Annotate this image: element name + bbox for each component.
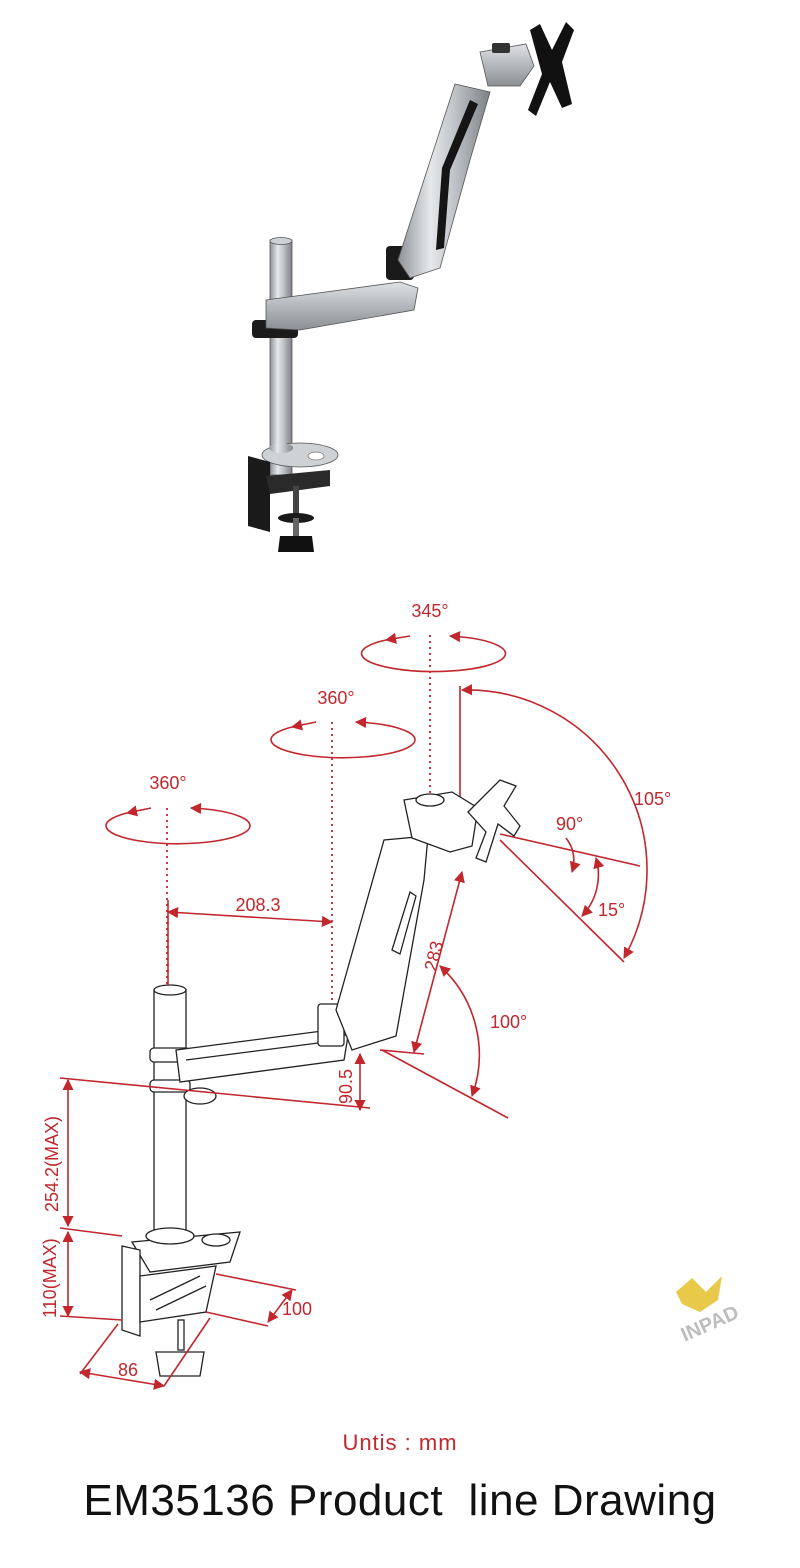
angle-label-15: 15° xyxy=(598,900,625,920)
pole xyxy=(269,239,293,476)
head-joint xyxy=(479,43,535,87)
dimension-pole-height: 254.2(MAX) xyxy=(42,1078,74,1228)
vesa-plate xyxy=(528,22,574,116)
dimension-arm-reach: 208.3 xyxy=(166,895,334,985)
angle-label-90: 90° xyxy=(556,814,583,834)
dimension-label-110: 110(MAX) xyxy=(40,1238,60,1318)
angle-arm-lift: 100° xyxy=(381,965,527,1119)
logo-text: INPAD xyxy=(678,1302,742,1347)
dimension-label-2542: 254.2(MAX) xyxy=(42,1116,62,1212)
clamp-knob xyxy=(278,536,314,552)
dimension-label-208: 208.3 xyxy=(235,895,280,915)
units-label: Untis : mm xyxy=(342,1430,458,1455)
rotation-symbol-base: 360° xyxy=(105,773,251,985)
rotation-symbol-middle: 360° xyxy=(270,688,416,1000)
product-photo xyxy=(248,22,574,552)
dimension-label-86: 86 xyxy=(118,1360,138,1380)
rotation-label-360-base: 360° xyxy=(149,773,186,793)
rotation-label-360-mid: 360° xyxy=(317,688,354,708)
rotation-label-345: 345° xyxy=(411,601,448,621)
page-title: EM35136 Product line Drawing xyxy=(83,1476,717,1525)
dimension-clamp-height: 110(MAX) xyxy=(40,1227,123,1321)
rotation-symbol-top: 345° xyxy=(360,601,507,795)
dimension-clamp-depth: 100 xyxy=(205,1273,312,1327)
inpad-logo: INPAD xyxy=(676,1276,742,1346)
angle-label-105: 105° xyxy=(634,789,671,809)
lower-arm xyxy=(265,281,419,331)
dimension-label-905: 90.5 xyxy=(336,1069,356,1104)
arm-outline xyxy=(121,779,521,1377)
angle-label-100: 100° xyxy=(490,1012,527,1032)
dimension-joint-offset: 90.5 xyxy=(59,1052,371,1112)
dimension-clamp-width: 86 xyxy=(78,1317,211,1390)
dimension-label-100-depth: 100 xyxy=(282,1299,312,1319)
line-drawing: 345° 360° 360° 105° 90° 15° xyxy=(40,601,742,1390)
tilt-arc-105: 105° 90° 15° xyxy=(459,684,671,963)
clamp-body xyxy=(248,456,270,532)
